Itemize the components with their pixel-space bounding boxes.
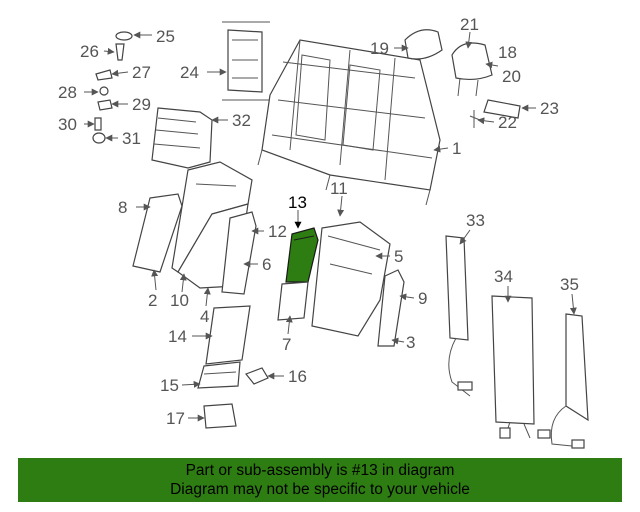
airbag-modules: [445, 235, 589, 449]
callout-16: 16: [288, 367, 307, 386]
callout-33: 33: [466, 211, 485, 230]
callout-13: 13: [288, 193, 307, 212]
callout-30: 30: [58, 115, 77, 134]
left-cushion-parts: [132, 161, 257, 295]
callout-22: 22: [498, 113, 517, 132]
callout-3: 3: [406, 333, 415, 352]
part-24-bracket: [222, 21, 270, 101]
callout-labels: 1 2 3 4 5 6 7 8 9 10 11 12 13 14 15 16 1…: [58, 15, 579, 428]
small-fasteners: [92, 31, 133, 144]
callout-31: 31: [122, 129, 141, 148]
callout-32: 32: [232, 111, 251, 130]
callout-12: 12: [268, 222, 287, 241]
callout-14: 14: [168, 327, 187, 346]
part-11-5: [311, 221, 391, 337]
banner-line-1: Part or sub-assembly is #13 in diagram: [185, 462, 455, 479]
parts-diagram: 1 2 3 4 5 6 7 8 9 10 11 12 13 14 15 16 1…: [58, 15, 589, 449]
callout-15: 15: [160, 376, 179, 395]
callout-27: 27: [132, 63, 151, 82]
callout-23: 23: [540, 99, 559, 118]
part-22-23-brackets: [469, 99, 521, 128]
part-32-pad: [151, 107, 213, 169]
callout-4: 4: [200, 307, 209, 326]
callout-25: 25: [156, 27, 175, 46]
callout-28: 28: [58, 83, 77, 102]
headrests: [404, 29, 493, 97]
leader-lines: [84, 31, 577, 422]
callout-29: 29: [132, 95, 151, 114]
callout-9: 9: [418, 289, 427, 308]
callout-17: 17: [166, 409, 185, 428]
part-1-seatback-frame: [257, 39, 441, 206]
callout-7: 7: [282, 335, 291, 354]
callout-19: 19: [370, 39, 389, 58]
part-7: [277, 281, 309, 321]
part-8: [132, 193, 183, 273]
part-13-highlighted: [285, 227, 319, 283]
callout-6: 6: [262, 255, 271, 274]
part-12: [221, 211, 257, 295]
callout-21: 21: [460, 15, 479, 34]
callout-1: 1: [452, 139, 461, 158]
callout-20: 20: [502, 67, 521, 86]
callout-24: 24: [180, 63, 199, 82]
callout-26: 26: [80, 42, 99, 61]
callout-18: 18: [498, 43, 517, 62]
callout-34: 34: [494, 267, 513, 286]
callout-5: 5: [394, 247, 403, 266]
part-9-3: [377, 269, 405, 347]
callout-10: 10: [170, 291, 189, 310]
callout-2: 2: [148, 291, 157, 310]
callout-35: 35: [560, 275, 579, 294]
lower-parts: [197, 305, 269, 429]
banner-line-2: Diagram may not be specific to your vehi…: [170, 481, 470, 498]
info-banner: Part or sub-assembly is #13 in diagram D…: [18, 458, 622, 502]
callout-8: 8: [118, 198, 127, 217]
callout-11: 11: [330, 179, 348, 198]
